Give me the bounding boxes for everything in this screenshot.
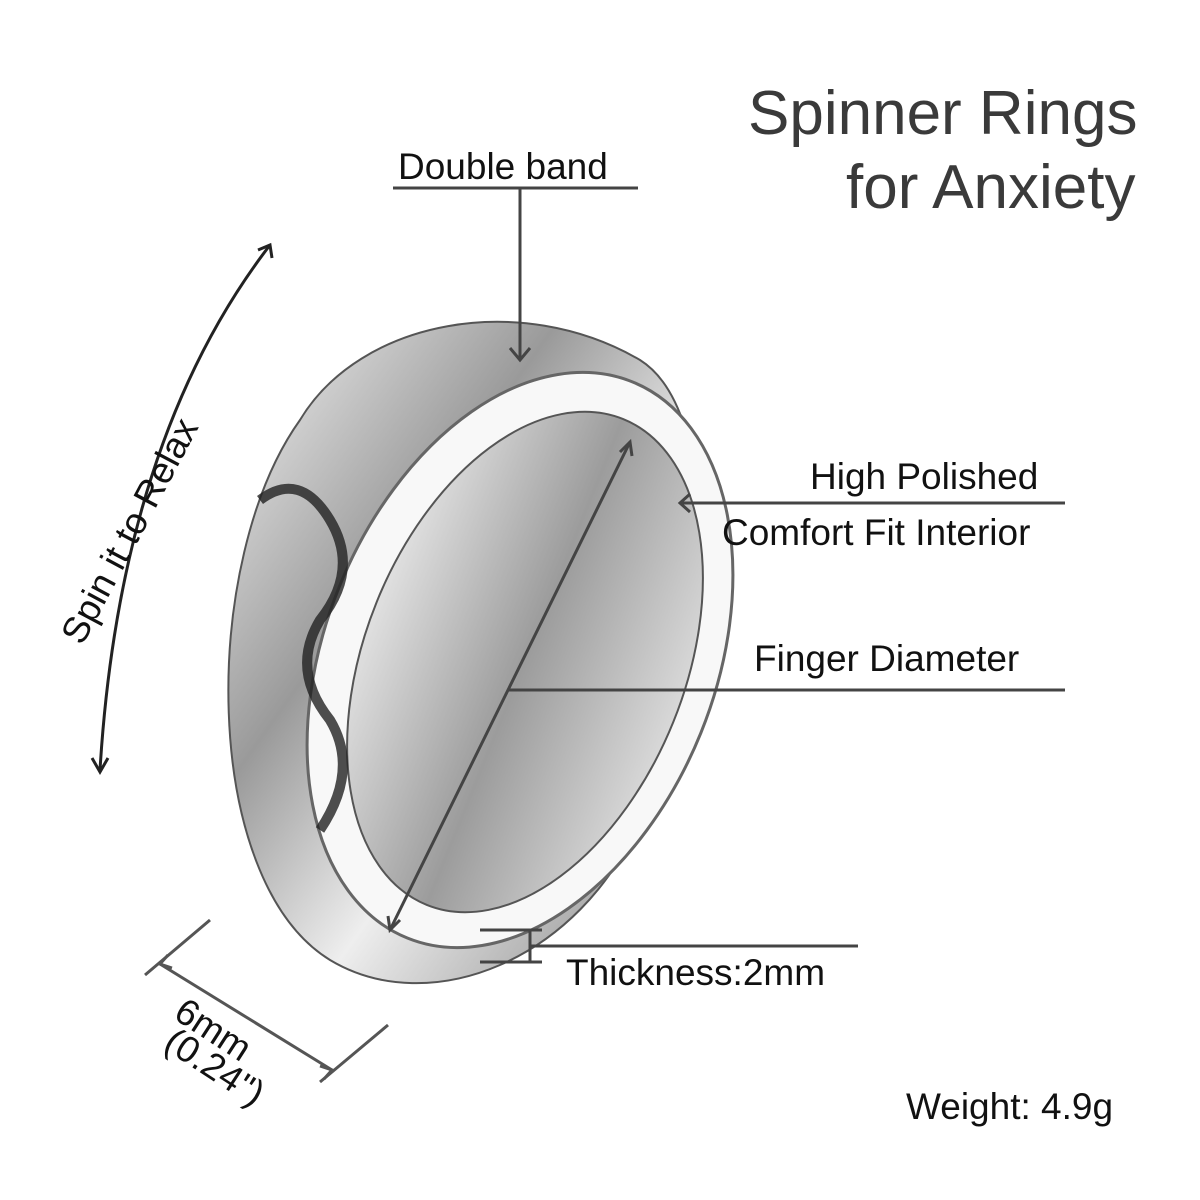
label-high-polished: High Polished [810,456,1039,497]
label-double-band: Double band [398,146,608,187]
high-polished-leader [677,492,1065,514]
finger-diameter-leader [386,438,1065,934]
ring-body [227,320,735,984]
title-line-2: for Anxiety [846,153,1136,222]
double-band-leader [393,186,638,363]
width-dimension [144,918,389,1084]
label-comfort-fit: Comfort Fit Interior [722,512,1031,553]
title-line-1: Spinner Rings [748,79,1138,148]
label-weight: Weight: 4.9g [906,1086,1114,1127]
label-finger-diameter: Finger Diameter [754,638,1020,679]
thickness-leader [480,928,858,964]
spin-arrow [90,242,274,776]
label-thickness: Thickness:2mm [566,952,826,993]
